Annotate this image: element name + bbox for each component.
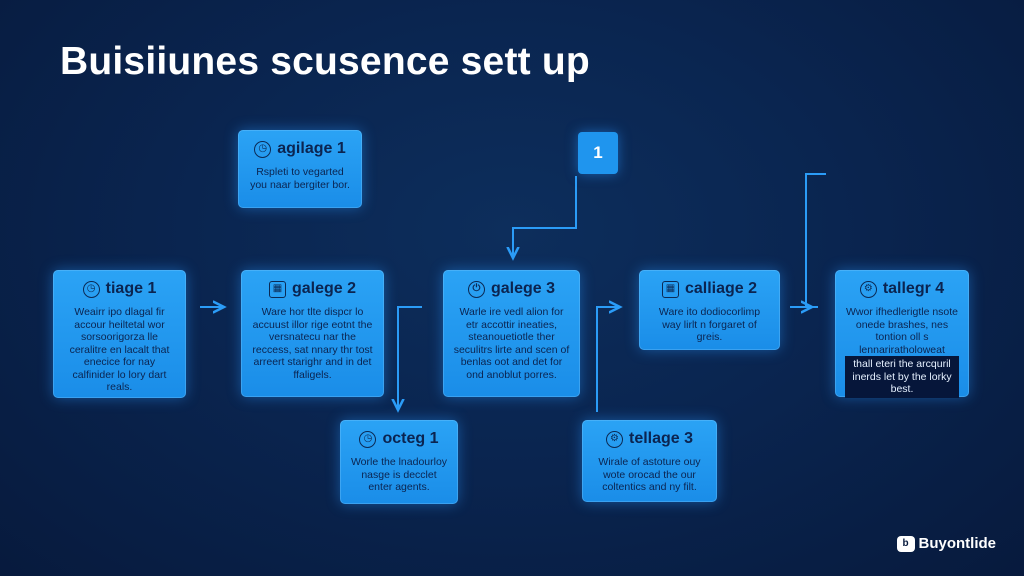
card-title: galege 2 (291, 280, 357, 297)
gear-icon: ⚙ (605, 430, 623, 448)
card-body: Ware ito dodiocorlimp way lirlt n forgar… (658, 306, 761, 343)
card-title: agilage 1 (277, 140, 346, 157)
step-card-d[interactable]: ▦ calliage 2 Ware ito dodiocorlimp way l… (639, 270, 780, 350)
card-body: Rspleti to vegarted you naar bergiter bo… (250, 166, 350, 191)
calendar-icon: ▦ (661, 280, 679, 298)
logo-icon: b (896, 535, 915, 552)
connector-num-c (513, 176, 577, 258)
card-highlight-text: thall eteri the arcquril inerds let by t… (845, 356, 959, 398)
card-body: Warle ire vedl alion for etr accottir in… (453, 306, 570, 381)
step-card-b[interactable]: ▦ galege 2 Ware hor tlte dispcr lo accuu… (241, 270, 384, 397)
gear-icon: ⚙ (859, 280, 877, 298)
step-card-top[interactable]: ◷ agilage 1 Rspleti to vegarted you naar… (238, 130, 362, 208)
card-body: Wirale of astoture ouy wote orocad the o… (598, 456, 701, 493)
card-title: calliage 2 (684, 280, 758, 297)
brand-logo: b Buyontlide (896, 535, 997, 552)
plug-icon: ⏻ (467, 280, 485, 298)
card-title: tallegr 4 (882, 280, 945, 297)
step-card-f[interactable]: ◷ octeg 1 Worle the lnadourloy nasge is … (340, 420, 458, 504)
step-number-badge: 1 (578, 132, 618, 174)
clock-icon: ◷ (359, 430, 377, 448)
step-card-g[interactable]: ⚙ tellage 3 Wirale of astoture ouy wote … (582, 420, 717, 502)
clock-icon: ◷ (82, 280, 100, 298)
step-card-a[interactable]: ◷ tiage 1 Weairr ipo dlagal fir accour h… (53, 270, 186, 398)
step-card-c[interactable]: ⏻ galege 3 Warle ire vedl alion for etr … (443, 270, 580, 397)
brand-name: Buyontlide (918, 535, 997, 552)
card-title: octeg 1 (382, 430, 439, 447)
card-body: Wwor ifhedlerigtle nsote onede brashes, … (845, 306, 959, 398)
card-body: Weairr ipo dlagal fir accour heiltetal w… (69, 306, 170, 393)
clock-icon: ◷ (254, 140, 272, 158)
calendar-icon: ▦ (268, 280, 286, 298)
card-body: Ware hor tlte dispcr lo accuust illor ri… (252, 306, 373, 381)
card-title: galege 3 (490, 280, 556, 297)
card-title: tiage 1 (105, 280, 157, 297)
connector-b-f (398, 306, 422, 410)
page-title: Buisiiunes scusence sett up (60, 40, 590, 83)
card-body-text: Wwor ifhedlerigtle nsote onede brashes, … (845, 306, 959, 356)
connector-top-e (805, 173, 826, 308)
step-card-e[interactable]: ⚙ tallegr 4 Wwor ifhedlerigtle nsote one… (835, 270, 969, 398)
connector-g-d (596, 307, 620, 412)
card-title: tellage 3 (628, 430, 694, 447)
card-body: Worle the lnadourloy nasge is decclet en… (350, 456, 448, 493)
